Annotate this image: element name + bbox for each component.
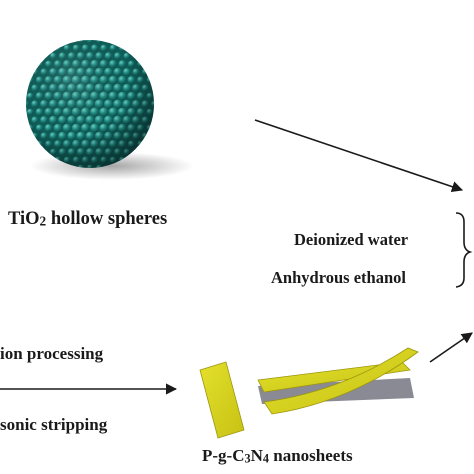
ultrasonic-stripping-label: sonic stripping bbox=[0, 415, 108, 434]
nanosheets-label: P-g-C3N4 nanosheets bbox=[202, 446, 353, 466]
sheet-left bbox=[199, 361, 245, 439]
anhydrous-ethanol-label: Anhydrous ethanol bbox=[271, 268, 406, 287]
deionized-water-label: Deionized water bbox=[294, 230, 409, 249]
arrow-nanosheets-to-mix bbox=[429, 332, 473, 363]
tio2-sphere-illustration bbox=[26, 40, 194, 180]
tio2-hollow-spheres-label: TiO2 hollow spheres bbox=[8, 209, 168, 229]
sphere-shading bbox=[26, 40, 154, 168]
nanosheets-illustration bbox=[199, 347, 419, 439]
arrow-sphere-to-mix bbox=[254, 119, 464, 193]
sheet-curved bbox=[263, 347, 419, 415]
right-brace bbox=[455, 212, 473, 288]
calcination-processing-label: ion processing bbox=[0, 344, 104, 363]
